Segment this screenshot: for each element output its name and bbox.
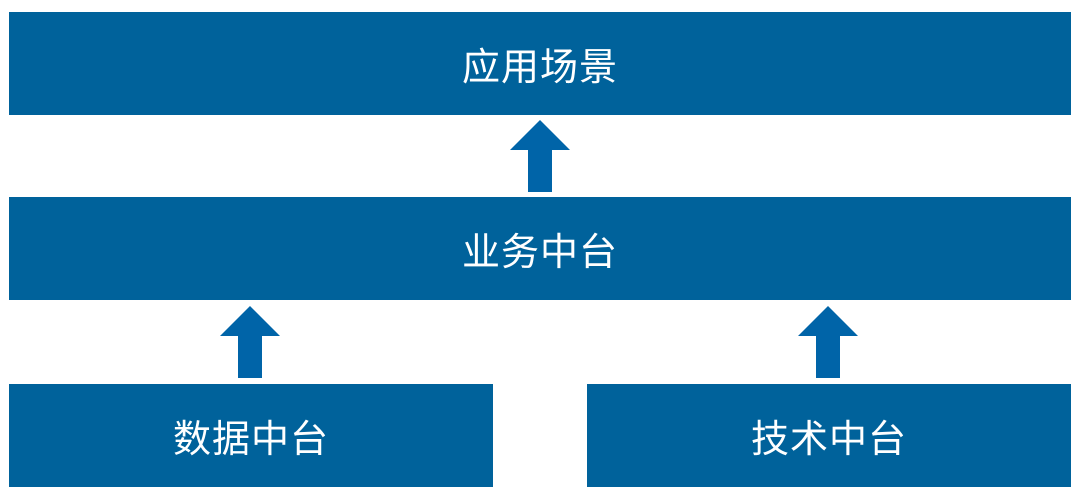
- arrow-up-icon: [220, 306, 280, 378]
- application-scenario-block: 应用场景: [9, 12, 1071, 115]
- application-scenario-label: 应用场景: [461, 45, 618, 89]
- data-middle-platform-block: 数据中台: [9, 384, 493, 487]
- data-middle-platform-label: 数据中台: [172, 417, 329, 461]
- arrow-up-icon: [798, 306, 858, 378]
- arrow-up-icon: [510, 120, 570, 192]
- business-middle-platform-label: 业务中台: [461, 230, 618, 274]
- business-middle-platform-block: 业务中台: [9, 197, 1071, 300]
- technology-middle-platform-block: 技术中台: [587, 384, 1071, 487]
- technology-middle-platform-label: 技术中台: [750, 417, 907, 461]
